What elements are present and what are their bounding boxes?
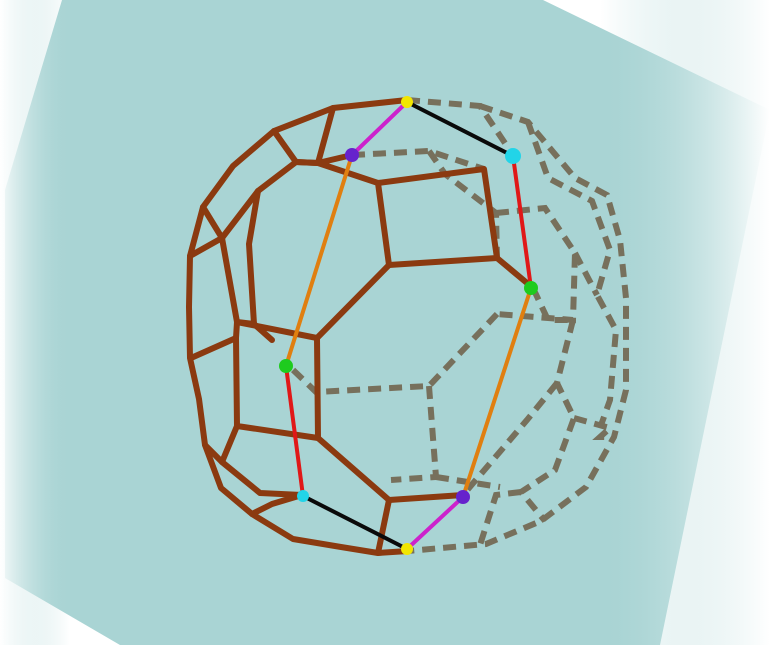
green-vertex [279, 359, 293, 373]
yellow-vertex [401, 96, 413, 108]
yellow-vertex [401, 543, 413, 555]
purple-vertex [456, 490, 470, 504]
purple-vertex [345, 148, 359, 162]
cyan-vertex [297, 490, 309, 502]
green-vertex [524, 281, 538, 295]
cyan-vertex [505, 148, 521, 164]
